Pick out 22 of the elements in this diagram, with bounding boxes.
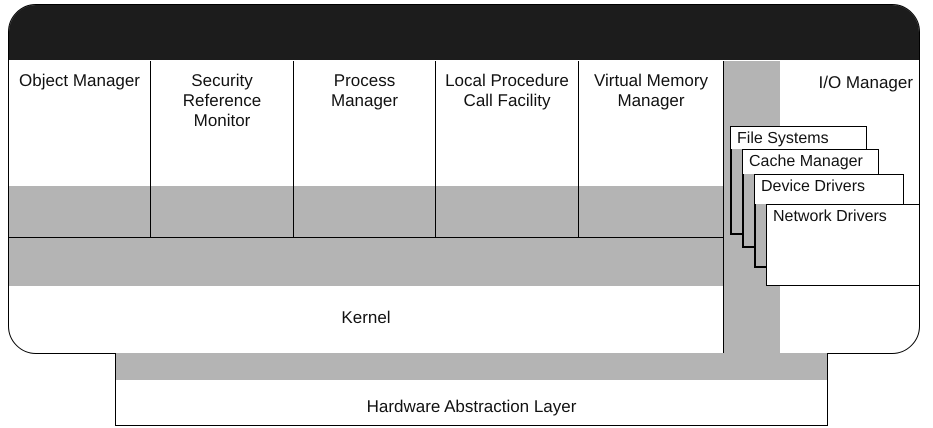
layer-label: Hardware Abstraction Layer: [366, 397, 578, 417]
component-label: Cache Manager: [748, 152, 864, 172]
component-label: Object Manager: [18, 71, 141, 91]
stacked-card: [730, 126, 867, 149]
component-label: Process Manager: [330, 71, 400, 111]
component-label: I/O Manager: [818, 73, 914, 93]
component-label: Security Reference Monitor: [182, 71, 262, 131]
shaded-band: [9, 186, 723, 238]
component-label: Network Drivers: [772, 207, 888, 227]
component-label: Device Drivers: [760, 177, 866, 197]
component-column: [723, 61, 919, 353]
component-label: Virtual Memory Manager: [593, 71, 709, 111]
shaded-band: [9, 238, 723, 286]
layer-label: Kernel: [340, 308, 392, 328]
stacked-card: [754, 174, 904, 204]
component-label: Local Procedure Call Facility: [444, 71, 570, 111]
stacked-card: [766, 204, 919, 286]
shaded-band: [116, 353, 827, 380]
layer-panel: [115, 353, 828, 426]
component-label: File Systems: [736, 129, 830, 149]
rounded-panel: [8, 4, 920, 354]
stacked-card: [742, 149, 879, 174]
